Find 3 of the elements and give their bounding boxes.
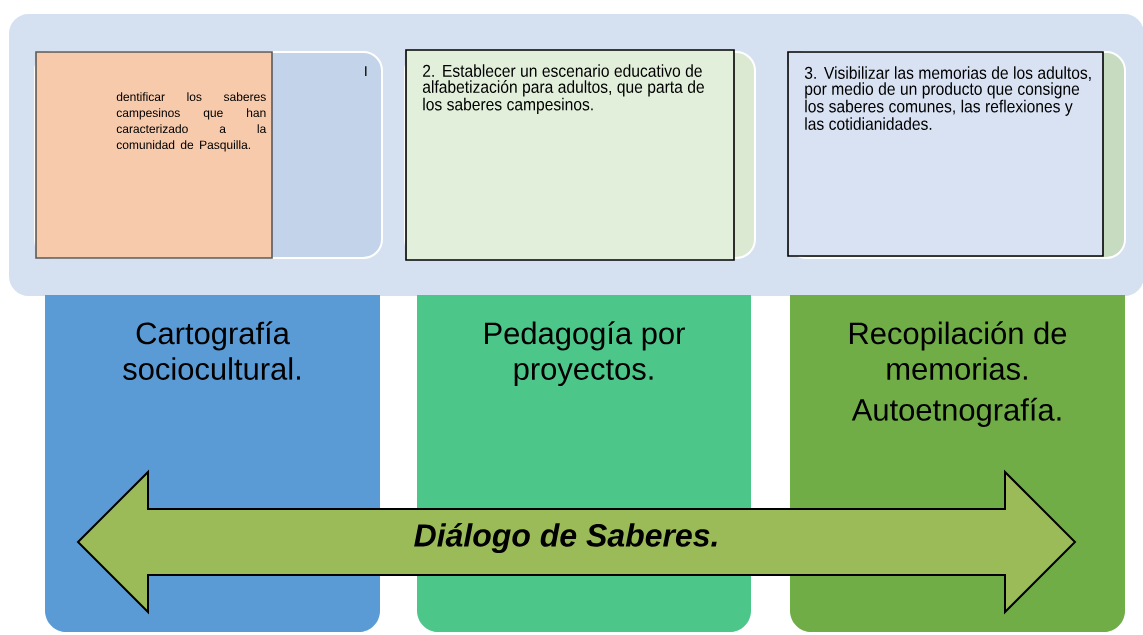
text-box: 3. Visibilizar las memorias de los adultos, por medio de un producto que consigne los saberes comunes, las reflexiones y las cotidianidades. — [787, 51, 1104, 257]
text-box: dentificar los saberes campesinos que han caracterizado a la comunidad de Pasquilla. — [35, 51, 273, 259]
text-box: 2. Establecer un escenario educativo de alfabetización para adultos, que parta de los saberes campesinos. — [405, 49, 735, 261]
